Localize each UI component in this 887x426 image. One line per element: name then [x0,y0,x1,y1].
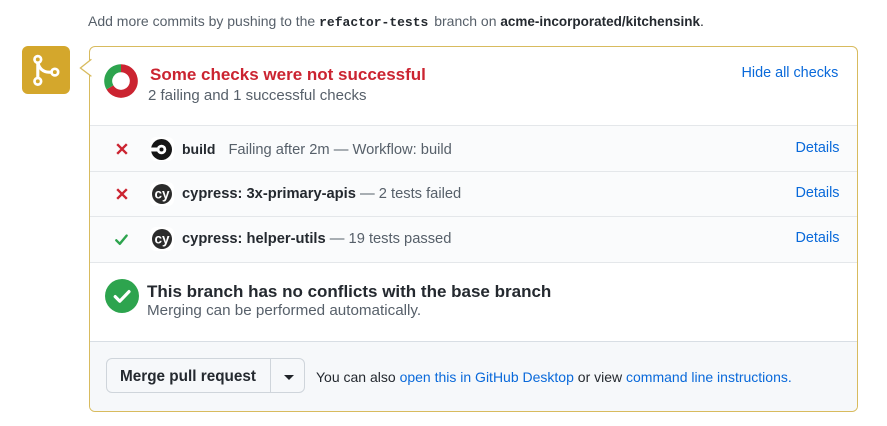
svg-text:cy: cy [154,232,170,247]
svg-text:cy: cy [154,187,170,202]
